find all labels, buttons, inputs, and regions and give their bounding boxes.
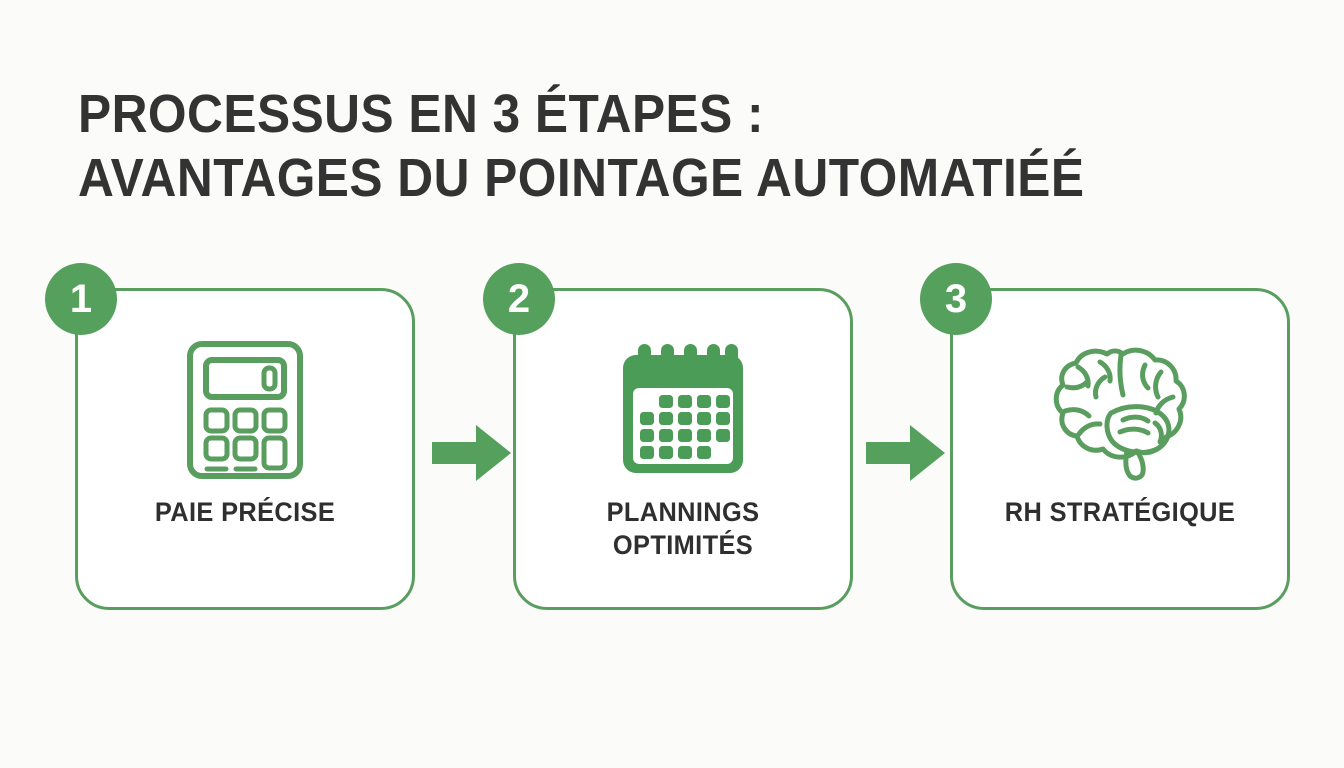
step-number-badge-3: 3 bbox=[920, 263, 992, 335]
calendar-icon bbox=[516, 335, 850, 485]
step-card-2-label: PLANNINGS OPTIMITÉS bbox=[526, 496, 840, 562]
page-title-line-1: PROCESSUS EN 3 ÉTAPES : bbox=[78, 84, 765, 144]
step-card-3-label-line-1: RH STRATÉGIQUE bbox=[1004, 497, 1236, 527]
step-card-2-label-line-1: PLANNINGS bbox=[606, 497, 760, 527]
step-card-2[interactable]: 2 bbox=[483, 263, 853, 610]
step-number-badge-2: 2 bbox=[483, 263, 555, 335]
calculator-icon bbox=[78, 335, 412, 485]
arrow-right-icon-1 bbox=[432, 421, 512, 485]
arrow-right-icon-2 bbox=[866, 421, 946, 485]
page-title: PROCESSUS EN 3 ÉTAPES : AVANTAGES DU POI… bbox=[78, 82, 1178, 210]
step-card-3-label: RH STRATÉGIQUE bbox=[963, 496, 1277, 529]
step-card-1-label: PAIE PRÉCISE bbox=[88, 496, 402, 529]
page-title-line-2: AVANTAGES DU POINTAGE AUTOMATIÉÉ bbox=[78, 148, 1085, 208]
step-card-2-label-line-2: OPTIMITÉS bbox=[612, 530, 754, 560]
step-card-1-label-line-1: PAIE PRÉCISE bbox=[154, 497, 336, 527]
step-card-3[interactable]: 3 bbox=[920, 263, 1290, 610]
step-card-1[interactable]: 1 PAIE PRÉCISE bbox=[45, 263, 415, 610]
brain-icon bbox=[953, 335, 1287, 485]
process-flow: 1 PAIE PRÉCISE 2 bbox=[0, 263, 1344, 618]
step-number-badge-1: 1 bbox=[45, 263, 117, 335]
